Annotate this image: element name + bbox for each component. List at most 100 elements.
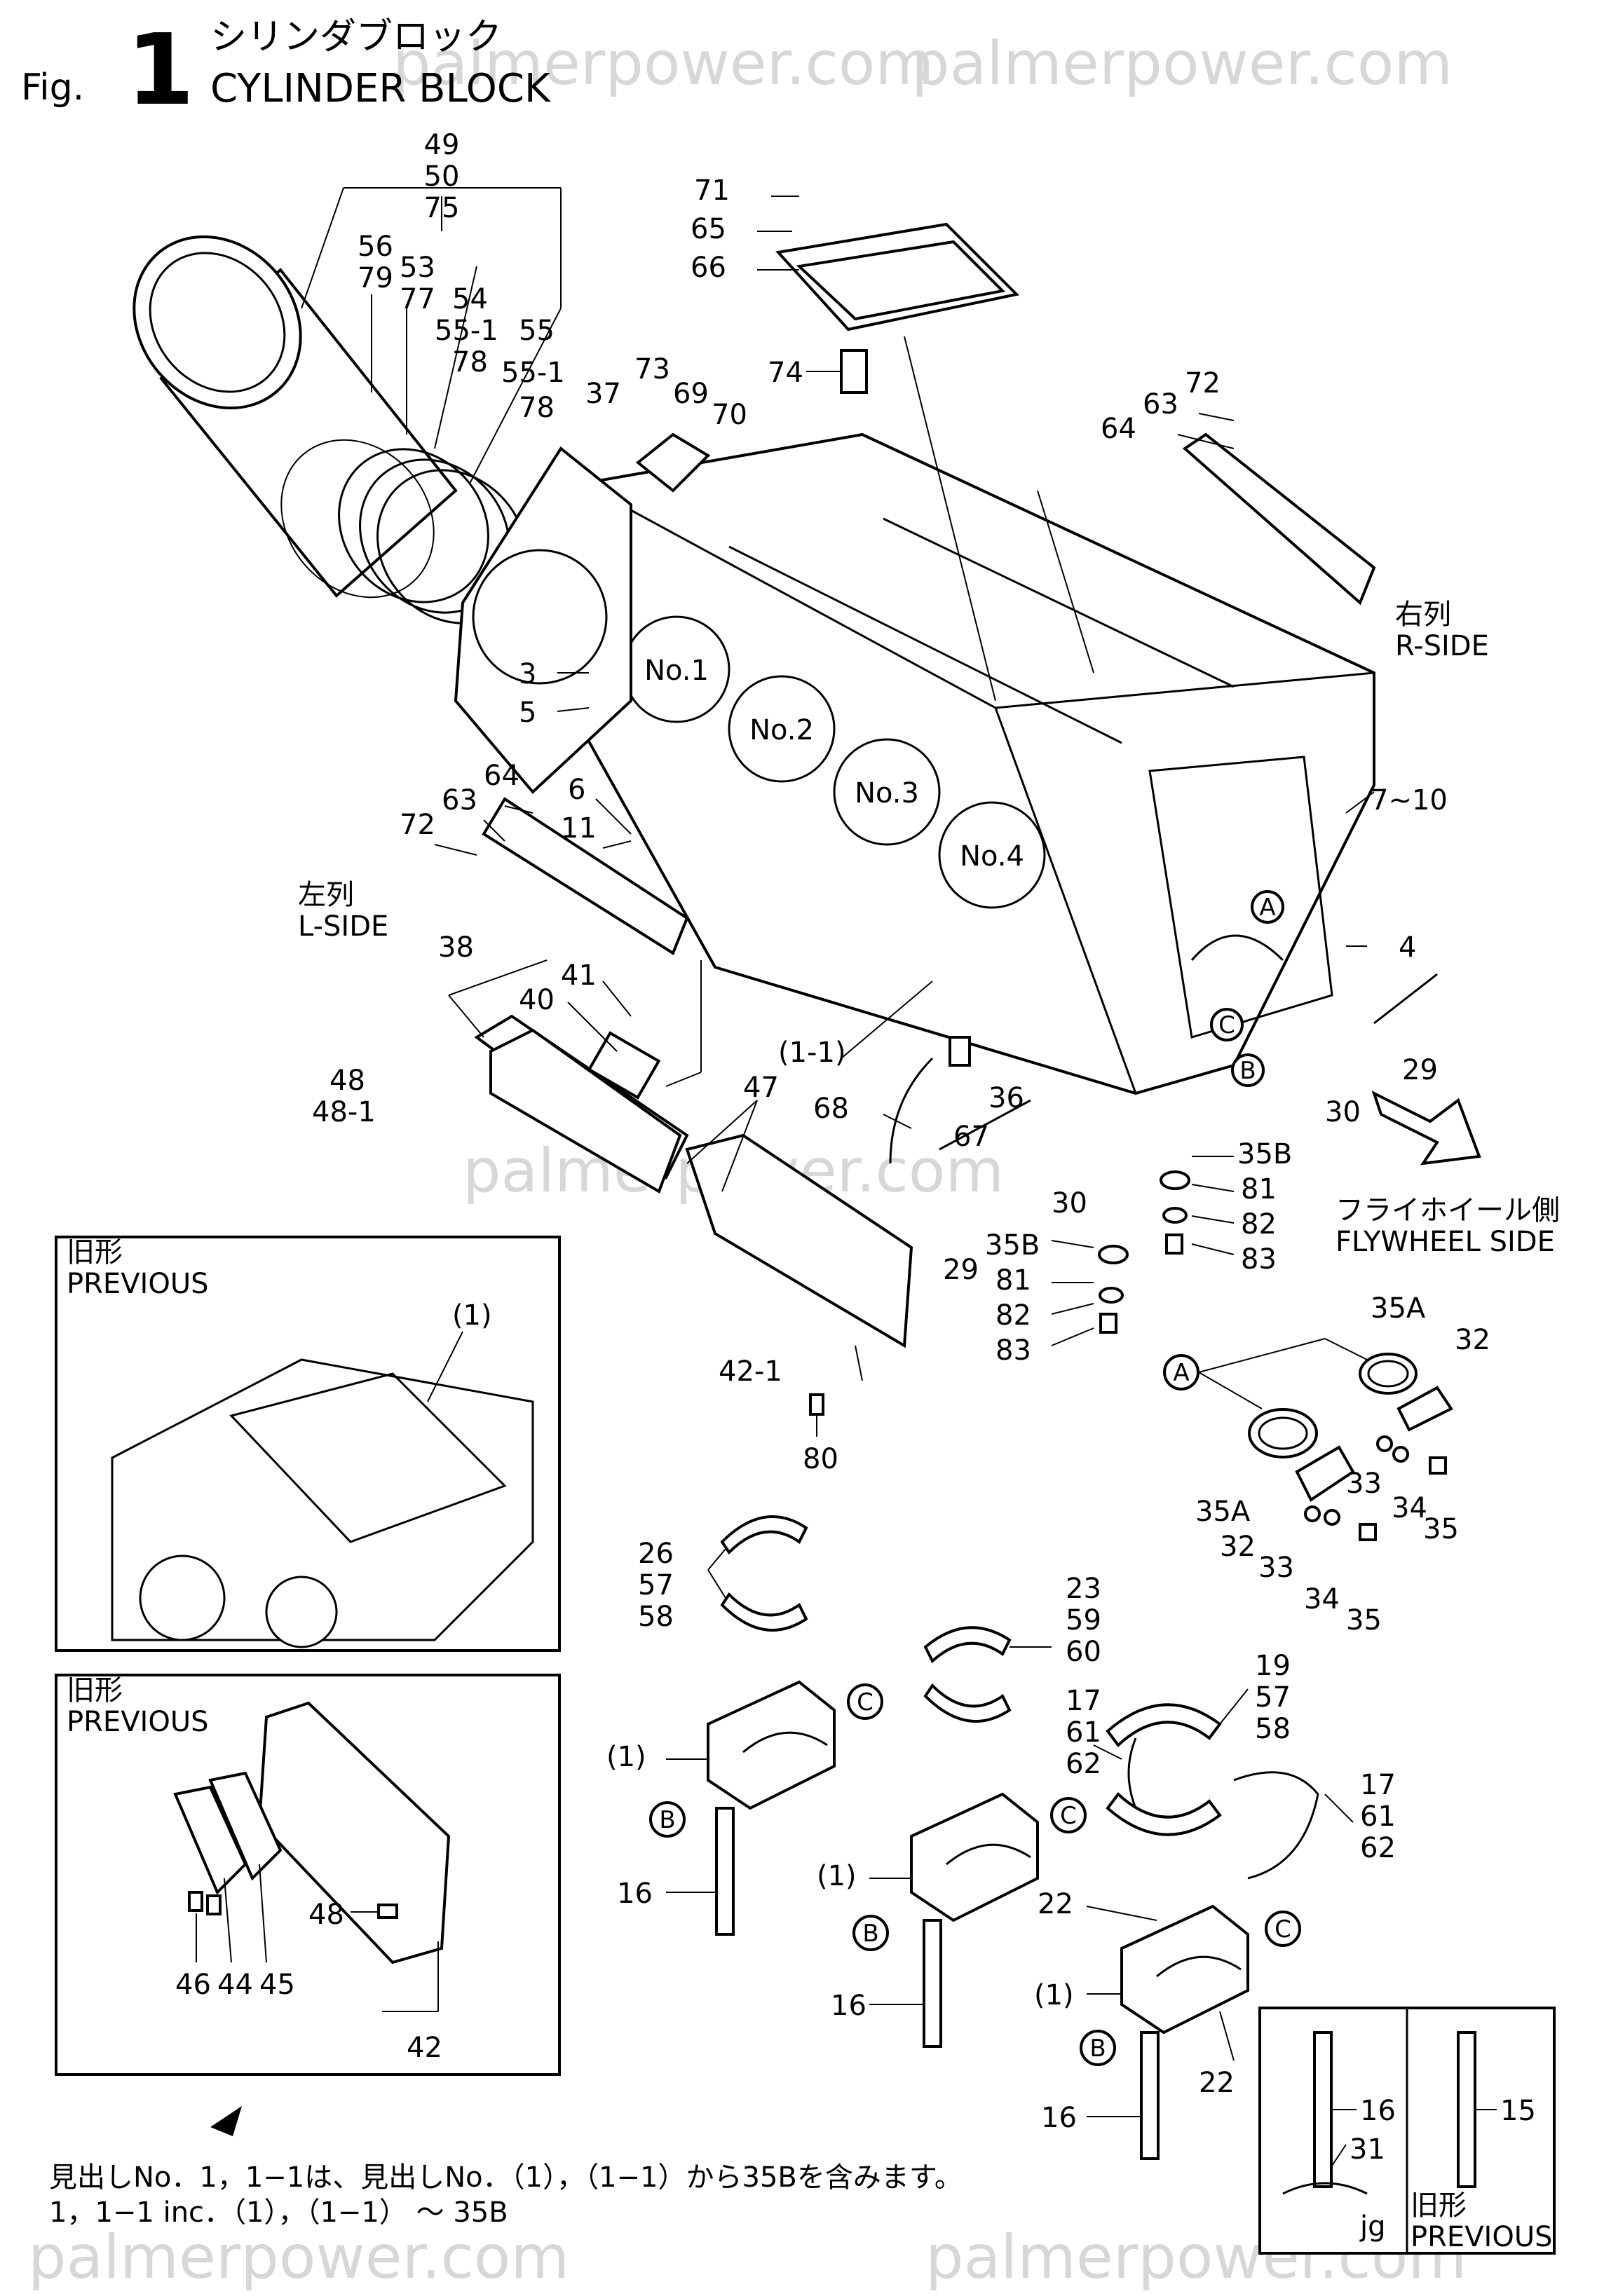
part-number-label: 32 (1220, 1531, 1256, 1563)
part-number-label: 74 (768, 357, 803, 389)
part-number-label: 22 (1199, 2067, 1235, 2099)
cylinder-liner-group (132, 235, 528, 624)
inset-bolts: 16 31 15 jg 旧形 PREVIOUS (1258, 2007, 1556, 2255)
part-number-label: 82 (1241, 1208, 1277, 1241)
part-number-label: 62 (1360, 1832, 1396, 1864)
part-number-label: 55-1 (501, 357, 565, 389)
bolt-29-right (1373, 973, 1438, 1025)
part-number-label: 67 (953, 1121, 989, 1153)
part-number-label: 66 (691, 252, 726, 284)
part-number-label: (1) (817, 1860, 857, 1892)
part-number-label: 61 (1066, 1716, 1101, 1749)
liner-leader-lines (301, 187, 562, 484)
part-number-label: 58 (638, 1601, 674, 1633)
part-number-label: 55-1 (435, 315, 498, 347)
part-number-label: 38 (438, 931, 474, 964)
part-number-label: 29 (1402, 1054, 1438, 1086)
part-number-label: 35B (985, 1229, 1040, 1262)
inset-title-jp: 旧形 (1411, 2189, 1467, 2222)
inset-title-en: PREVIOUS (1411, 2221, 1553, 2253)
svg-text:C: C (857, 1688, 874, 1716)
part-number-label: (1) (1034, 1979, 1074, 2011)
part-number-label: 16 (617, 1878, 653, 1910)
cylinder-label: No.4 (960, 840, 1024, 873)
part-number-label: 78 (452, 346, 488, 378)
bearing-shell-23-lower (923, 1683, 1012, 1723)
part-number-label: 31 (1350, 2133, 1385, 2166)
cylinder-label: No.2 (749, 714, 814, 746)
svg-text:A: A (1259, 894, 1275, 922)
part-number-label: 57 (638, 1569, 674, 1601)
part-number-label: 30 (1052, 1187, 1087, 1219)
note-jp: 見出しNo．1，1−1は、見出しNo．（1），（1−1）から35Bを含みます。 (49, 2161, 963, 2194)
part-number-label: 57 (1255, 1681, 1291, 1714)
svg-text:C: C (1275, 1915, 1291, 1943)
thrust-washer-lower (1233, 1771, 1319, 1880)
callout-a-bearing: A (1163, 1354, 1199, 1390)
svg-text:B: B (659, 1806, 675, 1834)
part-number-label: 35A (1371, 1292, 1426, 1325)
part-number-label: 3 (519, 658, 536, 690)
part-number-label: 16 (1360, 2095, 1396, 2127)
side-cover-right (1182, 432, 1376, 606)
title-en: CYLINDER BLOCK (210, 66, 551, 111)
bearing-shell-26-upper (720, 1515, 808, 1555)
part-number-label: 19 (1255, 1650, 1291, 1682)
fig-number: 1 (126, 13, 194, 128)
cylinder-bore-3 (833, 738, 941, 846)
bearing-cap-2: C B (852, 1792, 1087, 2048)
part-number-label: 68 (813, 1093, 849, 1125)
part-number-label: 34 (1392, 1492, 1427, 1524)
inset-previous-cover: 旧形 PREVIOUS (55, 1674, 561, 2076)
cylinder-block: No.1 No.2 No.3 No.4 (580, 432, 1375, 1095)
part-number-label: 29 (943, 1254, 979, 1286)
svg-text:C: C (1218, 1011, 1235, 1039)
dowel-74 (840, 349, 868, 394)
part-number-label: 22 (1038, 1888, 1073, 1920)
cover-plate-69 (635, 432, 711, 493)
title-jp: シリンダブロック (210, 16, 502, 58)
part-number-label: 62 (1066, 1748, 1101, 1780)
part-number-label: 73 (634, 353, 670, 385)
part-number-label: 40 (519, 984, 555, 1016)
part-number-label: 60 (1066, 1636, 1101, 1668)
part-number-label: 6 (568, 774, 585, 806)
part-number-label: 58 (1255, 1713, 1291, 1745)
callout-a-block: A (1251, 890, 1284, 924)
part-number-label: 48-1 (312, 1096, 376, 1128)
part-number-label: 42 (407, 2032, 442, 2064)
callout-c-block: C (1210, 1008, 1244, 1041)
inset-title-jp: 旧形 (67, 1236, 123, 1269)
part-number-label: 54 (452, 283, 488, 315)
svg-text:B: B (1089, 2035, 1106, 2063)
svg-text:C: C (1060, 1802, 1077, 1830)
bearing-shell-19-upper (1106, 1703, 1222, 1747)
part-number-label: 35 (1346, 1604, 1382, 1636)
inset-title-jp: 旧形 (67, 1674, 123, 1707)
plate-32-top (1396, 1386, 1453, 1432)
part-number-label: 26 (638, 1538, 674, 1570)
bearing-shell-26-lower (720, 1592, 808, 1632)
part-number-label: 83 (1241, 1243, 1277, 1276)
part-number-label: 5 (519, 697, 536, 729)
part-number-label: (1) (606, 1741, 646, 1773)
part-number-label: 33 (1346, 1468, 1382, 1500)
fitting-36 (949, 1036, 971, 1067)
bearing-shell-23-upper (923, 1626, 1012, 1664)
flywheel-jp: フライホイール側 (1335, 1194, 1560, 1226)
part-number-label: 65 (691, 213, 726, 245)
cylinder-bore-4 (938, 801, 1046, 909)
bearing-cap-1: C B (649, 1680, 883, 1936)
inset-part-label: (1) (452, 1299, 492, 1332)
part-number-label: 23 (1066, 1573, 1101, 1605)
part-number-label: 17 (1066, 1685, 1101, 1717)
part-number-label: 35B (1237, 1138, 1292, 1170)
inset-title-en: PREVIOUS (67, 1268, 209, 1300)
part-number-label: 35 (1423, 1513, 1459, 1545)
part-number-label: 30 (1325, 1096, 1361, 1128)
part-number-label: 82 (995, 1299, 1031, 1332)
part-number-label: 47 (743, 1072, 779, 1104)
part-number-label: 46 (175, 1969, 211, 2001)
oil-tube-68 (889, 1057, 934, 1164)
part-number-label: 42-1 (719, 1355, 782, 1388)
